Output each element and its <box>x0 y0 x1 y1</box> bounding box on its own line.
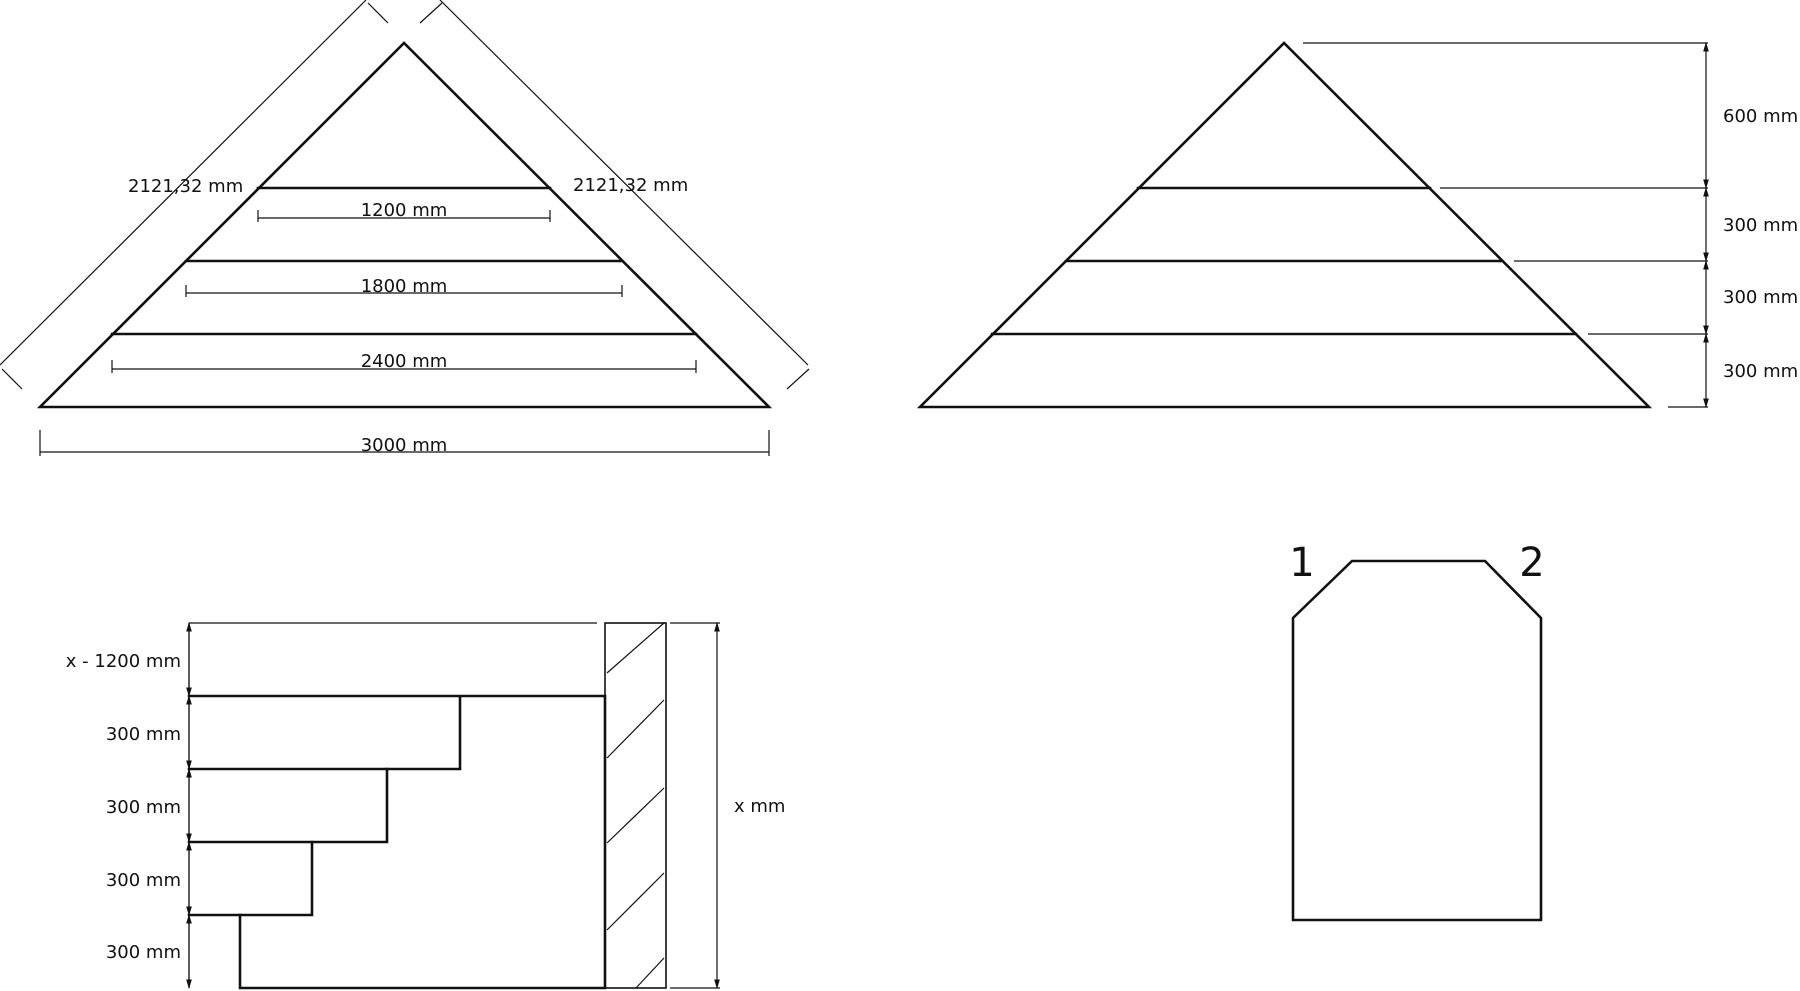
chamfered-profile-outline <box>1291 559 1543 922</box>
triangle-height-diagram: 600 mm 300 mm 300 mm 300 mm <box>916 41 1798 409</box>
corner-label-2: 2 <box>1519 540 1544 586</box>
height-label-2: 300 mm <box>1723 215 1798 236</box>
height-label-4: 300 mm <box>1723 361 1798 382</box>
triangle-width-diagram: 2121,32 mm 2121,32 mm 1200 mm 1800 mm 24… <box>0 0 810 456</box>
right-slope-label: 2121,32 mm <box>573 175 688 196</box>
stair-height-label-4: 300 mm <box>106 942 181 963</box>
stair-height-label-3: 300 mm <box>106 870 181 891</box>
left-slope-dimension <box>0 0 389 390</box>
height-label-3: 300 mm <box>1723 287 1798 308</box>
stair-height-label-2: 300 mm <box>106 797 181 818</box>
left-slope-label: 2121,32 mm <box>128 176 243 197</box>
stair-section-diagram: x - 1200 mm 300 mm 300 mm 300 mm 300 mm … <box>66 622 785 990</box>
corner-label-1: 1 <box>1289 540 1314 586</box>
chamfered-profile-diagram: 1 2 <box>1289 540 1545 922</box>
total-height-label: x mm <box>734 796 785 817</box>
width-label-2: 1800 mm <box>361 276 448 297</box>
base-label: 3000 mm <box>361 435 448 456</box>
stair-height-label-0: x - 1200 mm <box>66 651 181 672</box>
hatched-wall <box>604 622 667 989</box>
stair-height-label-1: 300 mm <box>106 724 181 745</box>
height-label-1: 600 mm <box>1723 106 1798 127</box>
triangle-outline-2 <box>916 41 1653 409</box>
width-label-3: 2400 mm <box>361 351 448 372</box>
right-slope-dimension <box>419 0 810 390</box>
triangle-outline <box>36 41 773 409</box>
width-label-1: 1200 mm <box>361 200 448 221</box>
